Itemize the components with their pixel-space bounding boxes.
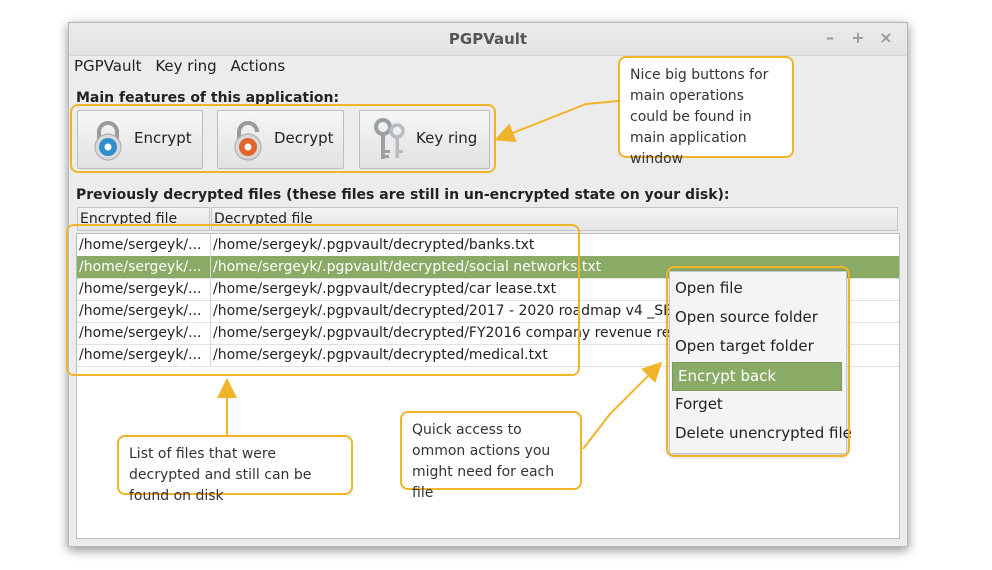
- callout-files: List of files that were decrypted and st…: [117, 435, 353, 504]
- window-title: PGPVault: [448, 30, 528, 48]
- decrypted-file-cell: /home/sergeyk/.pgpvault/decrypted/banks.…: [213, 237, 535, 253]
- files-label: Previously decrypted files (these files …: [76, 187, 730, 203]
- close-button[interactable]: ×: [879, 28, 893, 47]
- encrypt-button[interactable]: Encrypt: [77, 110, 203, 169]
- table-row[interactable]: /home/sergeyk/.../home/sergeyk/.pgpvault…: [77, 256, 899, 279]
- decrypted-file-cell: /home/sergeyk/.pgpvault/decrypted/2017 -…: [213, 303, 740, 319]
- lock-blue-icon: [94, 121, 122, 161]
- lock-orange-icon: [234, 121, 262, 161]
- key-ring-button-label: Key ring: [416, 129, 478, 147]
- files-highlight: [66, 224, 580, 376]
- arrow-to-buttons: [494, 100, 619, 143]
- column-header-decrypted[interactable]: Decrypted file: [211, 207, 898, 231]
- encrypted-file-cell: /home/sergeyk/...: [77, 278, 211, 300]
- menu-key-ring[interactable]: Key ring: [155, 57, 217, 75]
- context-menu-item-open-file[interactable]: Open file: [675, 279, 743, 297]
- encrypted-file-cell: /home/sergeyk/...: [77, 234, 211, 256]
- menu-pgpvault[interactable]: PGPVault: [74, 57, 142, 75]
- table-row[interactable]: /home/sergeyk/.../home/sergeyk/.pgpvault…: [77, 322, 899, 345]
- maximize-button[interactable]: +: [851, 28, 865, 47]
- context-menu-item-forget[interactable]: Forget: [675, 395, 723, 413]
- table-row[interactable]: /home/sergeyk/.../home/sergeyk/.pgpvault…: [77, 278, 899, 301]
- encrypted-file-cell: /home/sergeyk/...: [77, 300, 211, 322]
- encrypted-file-cell: /home/sergeyk/...: [77, 322, 211, 344]
- key-ring-button[interactable]: Key ring: [359, 110, 490, 169]
- encrypted-file-cell: /home/sergeyk/...: [77, 256, 211, 278]
- context-menu-item-delete-unencrypted-file[interactable]: Delete unencrypted file: [675, 424, 852, 442]
- table-header: Encrypted file Decrypted file: [77, 207, 898, 231]
- menu-actions[interactable]: Actions: [230, 57, 286, 75]
- context-menu-highlight: [666, 266, 850, 457]
- column-header-encrypted[interactable]: Encrypted file: [77, 207, 210, 231]
- decrypt-button[interactable]: Decrypt: [217, 110, 344, 169]
- decrypted-file-cell: /home/sergeyk/.pgpvault/decrypted/car le…: [213, 281, 557, 297]
- minimize-button[interactable]: –: [826, 28, 834, 47]
- context-menu-item-encrypt-back[interactable]: Encrypt back: [672, 362, 842, 391]
- table-row[interactable]: /home/sergeyk/.../home/sergeyk/.pgpvault…: [77, 300, 899, 323]
- decrypted-file-cell: /home/sergeyk/.pgpvault/decrypted/medica…: [213, 347, 548, 363]
- decrypted-file-cell: /home/sergeyk/.pgpvault/decrypted/FY2016…: [213, 325, 723, 341]
- callout-buttons: Nice big buttons for main operations cou…: [618, 56, 794, 167]
- decrypted-file-cell: /home/sergeyk/.pgpvault/decrypted/social…: [213, 259, 602, 275]
- encrypt-button-label: Encrypt: [134, 129, 192, 147]
- arrow-to-context-menu: [582, 361, 663, 450]
- decrypt-button-label: Decrypt: [274, 129, 334, 147]
- keys-icon: [374, 118, 405, 159]
- title-bar[interactable]: PGPVault – + ×: [69, 23, 907, 56]
- context-menu-item-open-source-folder[interactable]: Open source folder: [675, 308, 818, 326]
- encrypted-file-cell: /home/sergeyk/...: [77, 344, 211, 366]
- features-label: Main features of this application:: [76, 90, 340, 106]
- callout-actions: Quick access to ommon actions you might …: [400, 411, 582, 501]
- menu-bar: PGPVault Key ring Actions: [74, 57, 294, 79]
- context-menu-item-open-target-folder[interactable]: Open target folder: [675, 337, 814, 355]
- table-row[interactable]: /home/sergeyk/.../home/sergeyk/.pgpvault…: [77, 344, 899, 367]
